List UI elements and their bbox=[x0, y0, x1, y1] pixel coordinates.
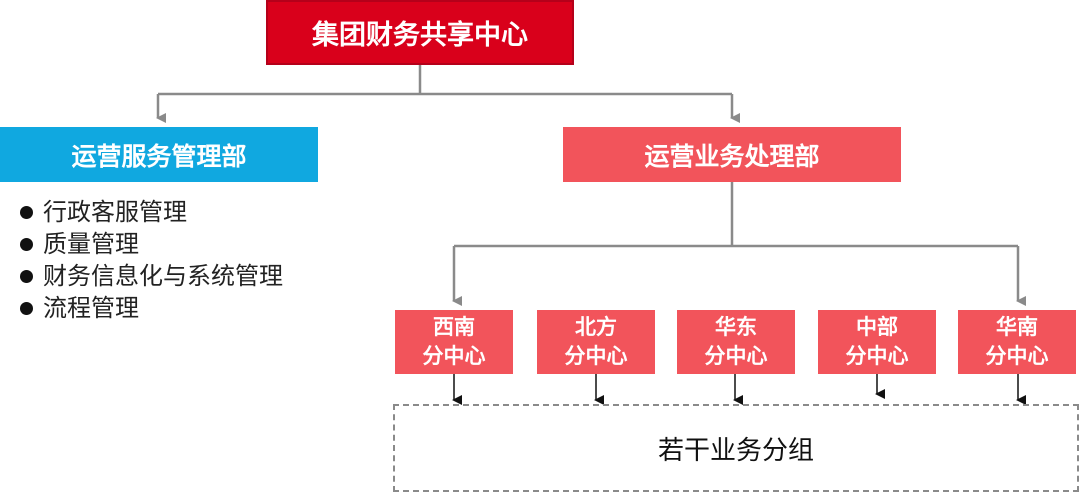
right-dept-label: 运营业务处理部 bbox=[644, 141, 820, 171]
duty-item: 质量管理 bbox=[20, 228, 283, 260]
business-groups-node: 若干业务分组 bbox=[393, 404, 1079, 492]
duty-item: 流程管理 bbox=[20, 292, 283, 324]
bullet-icon bbox=[20, 301, 33, 315]
bottom-group-label: 若干业务分组 bbox=[657, 435, 814, 466]
root-label: 集团财务共享中心 bbox=[312, 20, 528, 51]
dept-to-centers-connector bbox=[454, 182, 1018, 248]
duty-item: 行政客服管理 bbox=[20, 196, 283, 228]
operations-processing-dept-node: 运营业务处理部 bbox=[563, 127, 901, 182]
center-node-east: 华东 分中心 bbox=[677, 310, 795, 374]
root-node: 集团财务共享中心 bbox=[266, 0, 574, 65]
duties-list: 行政客服管理 质量管理 财务信息化与系统管理 流程管理 bbox=[20, 196, 283, 324]
left-dept-label: 运营服务管理部 bbox=[71, 141, 247, 171]
center-node-north: 北方 分中心 bbox=[537, 310, 655, 374]
center-node-central: 中部 分中心 bbox=[818, 310, 936, 374]
duty-item: 财务信息化与系统管理 bbox=[20, 260, 283, 292]
bullet-icon bbox=[20, 205, 33, 219]
root-to-depts-connector bbox=[158, 65, 732, 96]
bullet-icon bbox=[20, 269, 33, 283]
center-node-southwest: 西南 分中心 bbox=[395, 310, 513, 374]
bullet-icon bbox=[20, 237, 33, 251]
operations-service-dept-node: 运营服务管理部 bbox=[0, 127, 318, 182]
center-node-south: 华南 分中心 bbox=[958, 310, 1076, 374]
